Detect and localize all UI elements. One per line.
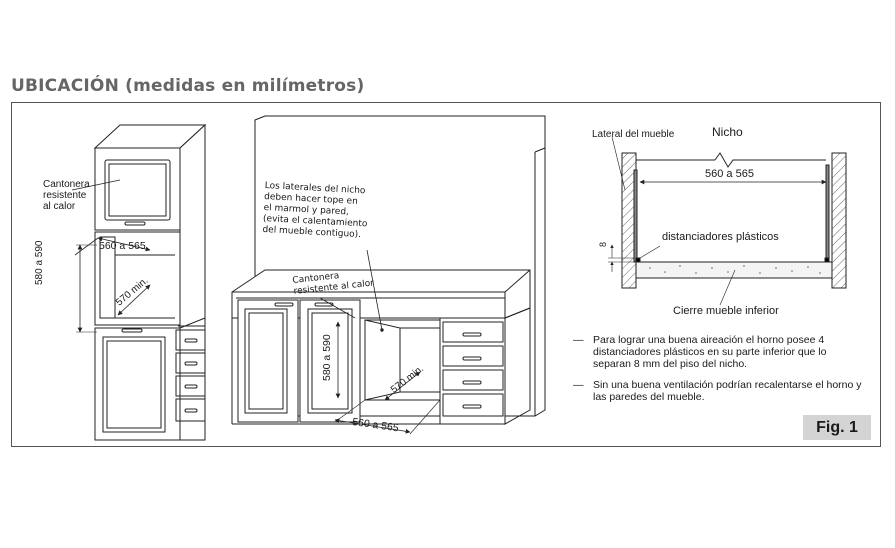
figure-frame [11,102,881,447]
page-title: UBICACIÓN (medidas en milímetros) [11,76,365,96]
distanciadores-label: distanciadores plásticos [662,231,779,243]
dim-580-center: 580 a 590 [321,334,333,381]
figure-label: Fig. 1 [803,415,871,440]
niche-section-detail [608,136,847,306]
cierre-label: Cierre mueble inferior [673,305,779,317]
note-text: Para lograr una buena aireación el horno… [593,334,827,370]
nicho-label: Nicho [712,125,743,139]
cantonera-label-left: Cantonera resistente al calor [43,179,90,212]
lateral-mueble-label: Lateral del mueble [592,129,675,140]
dim-560-left: 560 a 565 [99,240,146,252]
dim-8: 8 [598,241,608,247]
column-cabinet [71,123,207,441]
floor-dots [649,265,821,274]
laterales-note: Los laterales del nicho deben hacer tope… [262,181,368,241]
note-dash: — [573,379,584,391]
note-aireacion: — Para lograr una buena aireación el hor… [573,334,863,370]
dim-560-right: 560 a 565 [705,168,754,180]
note-dash: — [573,334,584,346]
kitchen-counter [231,115,546,435]
note-text: Sin una buena ventilación podrían recale… [593,379,862,403]
dim-580-left: 580 a 590 [34,240,45,286]
note-ventilacion: — Sin una buena ventilación podrían reca… [573,379,863,403]
